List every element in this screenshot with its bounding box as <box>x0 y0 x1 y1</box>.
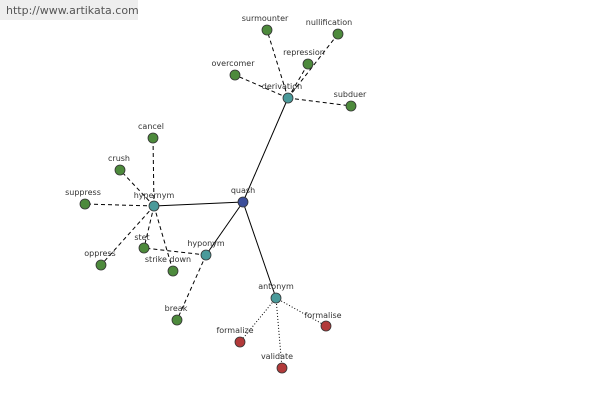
edge-hyponym-break <box>176 254 207 321</box>
label-break: break <box>165 304 188 313</box>
node-stet[interactable] <box>138 242 150 254</box>
label-surmounter: surmounter <box>242 14 289 23</box>
label-derivation: derivation <box>262 82 302 91</box>
node-suppress[interactable] <box>79 198 91 210</box>
node-quash[interactable] <box>237 196 249 208</box>
label-repression: repression <box>283 48 325 57</box>
edge-derivation-repression <box>287 63 309 99</box>
labels: quash derivation hypernym hyponym antony… <box>65 14 367 361</box>
node-crush[interactable] <box>114 164 126 176</box>
edge-derivation-overcomer <box>234 74 289 99</box>
label-subduer: subduer <box>334 90 367 99</box>
node-validate[interactable] <box>276 362 288 374</box>
edge-quash-hypernym <box>153 201 244 207</box>
node-nullification[interactable] <box>332 28 344 40</box>
node-formalise[interactable] <box>320 320 332 332</box>
label-formalize: formalize <box>216 326 253 335</box>
node-cancel[interactable] <box>147 132 159 144</box>
edge-hypernym-cancel <box>152 137 155 207</box>
edge-hypernym-suppress <box>84 203 155 207</box>
label-nullification: nullification <box>306 18 352 27</box>
edge-derivation-subduer <box>287 97 352 107</box>
node-formalize[interactable] <box>234 336 246 348</box>
label-crush: crush <box>108 154 130 163</box>
label-hyponym: hyponym <box>187 239 225 248</box>
node-break[interactable] <box>171 314 183 326</box>
nodes <box>79 24 357 374</box>
label-strike-down: strike down <box>145 255 191 264</box>
label-formalise: formalise <box>304 311 341 320</box>
label-suppress: suppress <box>65 188 101 197</box>
label-hypernym: hypernym <box>134 191 175 200</box>
edge-hypernym-strike-down <box>153 205 174 272</box>
node-hypernym[interactable] <box>148 200 160 212</box>
edge-hyponym-stet <box>143 247 207 256</box>
node-oppress[interactable] <box>95 259 107 271</box>
edge-quash-hyponym <box>205 201 244 256</box>
edge-hypernym-oppress <box>100 205 155 266</box>
watermark-text: http://www.artikata.com <box>6 4 139 17</box>
node-hyponym[interactable] <box>200 249 212 261</box>
edge-derivation-surmounter <box>266 29 289 99</box>
edges <box>84 29 352 369</box>
label-validate: validate <box>261 352 293 361</box>
edge-quash-derivation <box>242 97 289 203</box>
label-stet: stet <box>134 233 149 242</box>
label-quash: quash <box>231 186 255 195</box>
edge-antonym-formalize <box>239 297 277 343</box>
label-cancel: cancel <box>138 122 164 131</box>
edge-quash-antonym <box>242 201 277 299</box>
edge-hypernym-stet <box>143 205 155 249</box>
edge-antonym-formalise <box>275 297 327 327</box>
label-overcomer: overcomer <box>212 59 256 68</box>
edge-hypernym-crush <box>119 169 155 207</box>
node-derivation[interactable] <box>282 92 294 104</box>
node-repression[interactable] <box>302 58 314 70</box>
node-strike-down[interactable] <box>167 265 179 277</box>
node-subduer[interactable] <box>345 100 357 112</box>
watermark: http://www.artikata.com <box>0 0 139 20</box>
label-antonym: antonym <box>258 282 294 291</box>
label-oppress: oppress <box>84 249 115 258</box>
node-surmounter[interactable] <box>261 24 273 36</box>
node-overcomer[interactable] <box>229 69 241 81</box>
node-antonym[interactable] <box>270 292 282 304</box>
